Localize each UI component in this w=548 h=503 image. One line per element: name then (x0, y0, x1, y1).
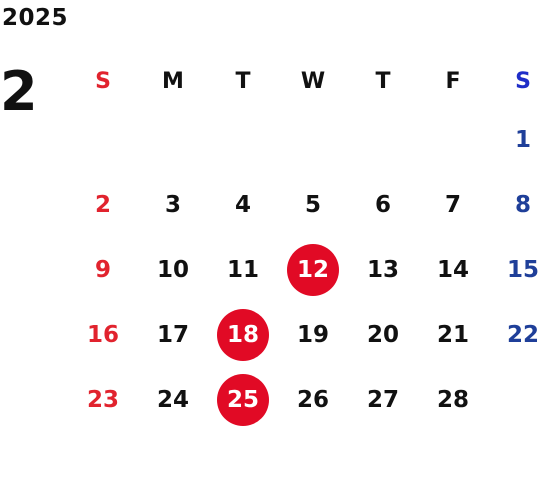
day-cell[interactable]: 2 (68, 172, 138, 237)
day-number: 1 (514, 126, 531, 153)
day-number: 4 (234, 191, 251, 218)
day-number (147, 114, 199, 166)
day-number: 2 (94, 191, 111, 218)
day-cell[interactable]: 13 (348, 237, 418, 302)
day-number: 7 (444, 191, 461, 218)
day-cell[interactable]: 15 (488, 237, 548, 302)
day-number: 27 (366, 386, 399, 413)
day-cell[interactable]: 1 (488, 107, 548, 172)
day-number: 16 (86, 321, 119, 348)
day-cell[interactable]: 24 (138, 367, 208, 432)
day-cell[interactable]: 7 (418, 172, 488, 237)
calendar-year: 2025 (2, 5, 69, 31)
day-cell[interactable]: 17 (138, 302, 208, 367)
day-cell[interactable] (418, 107, 488, 172)
weekday-monday: M (162, 68, 184, 94)
day-number: 14 (436, 256, 469, 283)
day-number: 21 (436, 321, 469, 348)
day-cell[interactable]: 19 (278, 302, 348, 367)
day-cell[interactable]: 10 (138, 237, 208, 302)
day-number (497, 374, 548, 426)
weekday-sunday: S (95, 68, 111, 94)
day-number: 8 (514, 191, 531, 218)
day-number: 18 (217, 308, 269, 361)
day-number (77, 114, 129, 166)
day-number: 22 (506, 321, 539, 348)
day-number: 5 (304, 191, 321, 218)
day-number: 23 (86, 386, 119, 413)
weekday-friday: F (445, 68, 461, 94)
day-cell[interactable]: 8 (488, 172, 548, 237)
day-cell[interactable]: 27 (348, 367, 418, 432)
day-cell[interactable] (348, 107, 418, 172)
day-cell[interactable]: 20 (348, 302, 418, 367)
day-cell[interactable]: 22 (488, 302, 548, 367)
day-cell[interactable]: 16 (68, 302, 138, 367)
day-cell[interactable] (208, 107, 278, 172)
day-number (217, 114, 269, 166)
day-number: 15 (506, 256, 539, 283)
day-number: 6 (374, 191, 391, 218)
day-cell[interactable]: 21 (418, 302, 488, 367)
day-number: 13 (366, 256, 399, 283)
day-number (287, 114, 339, 166)
day-cell[interactable]: 26 (278, 367, 348, 432)
day-cell[interactable] (278, 107, 348, 172)
day-cell[interactable] (138, 107, 208, 172)
day-number: 9 (94, 256, 111, 283)
day-number: 25 (217, 373, 269, 426)
calendar-week-4: 16 17 18 19 20 21 22 (68, 302, 548, 367)
day-number: 20 (366, 321, 399, 348)
calendar-week-3: 9 10 11 12 13 14 15 (68, 237, 548, 302)
weekday-thursday: T (375, 68, 391, 94)
weekday-saturday: S (515, 68, 531, 94)
day-number: 26 (296, 386, 329, 413)
day-number: 12 (287, 243, 339, 296)
day-cell[interactable]: 12 (278, 237, 348, 302)
day-cell[interactable]: 23 (68, 367, 138, 432)
day-cell[interactable]: 18 (208, 302, 278, 367)
day-number: 24 (156, 386, 189, 413)
day-number: 28 (436, 386, 469, 413)
calendar-week-2: 2 3 4 5 6 7 8 (68, 172, 548, 237)
weekday-tuesday: T (235, 68, 251, 94)
day-number: 17 (156, 321, 189, 348)
day-cell[interactable]: 25 (208, 367, 278, 432)
day-number: 3 (164, 191, 181, 218)
calendar-month: 2 (0, 60, 38, 123)
weekday-header-row: S M T W T F S (68, 55, 548, 107)
day-number: 19 (296, 321, 329, 348)
day-cell[interactable]: 28 (418, 367, 488, 432)
calendar-week-5: 23 24 25 26 27 28 (68, 367, 548, 432)
day-cell[interactable] (68, 107, 138, 172)
day-number (357, 114, 409, 166)
day-number: 10 (156, 256, 189, 283)
day-cell[interactable]: 9 (68, 237, 138, 302)
day-cell[interactable]: 14 (418, 237, 488, 302)
day-cell[interactable] (488, 367, 548, 432)
weekday-wednesday: W (300, 68, 326, 94)
day-cell[interactable]: 4 (208, 172, 278, 237)
calendar-grid: S M T W T F S 1 2 3 4 5 6 7 8 9 10 11 12… (68, 55, 548, 432)
day-number (427, 114, 479, 166)
day-cell[interactable]: 6 (348, 172, 418, 237)
day-cell[interactable]: 3 (138, 172, 208, 237)
day-cell[interactable]: 5 (278, 172, 348, 237)
day-number: 11 (226, 256, 259, 283)
day-cell[interactable]: 11 (208, 237, 278, 302)
calendar-week-1: 1 (68, 107, 548, 172)
